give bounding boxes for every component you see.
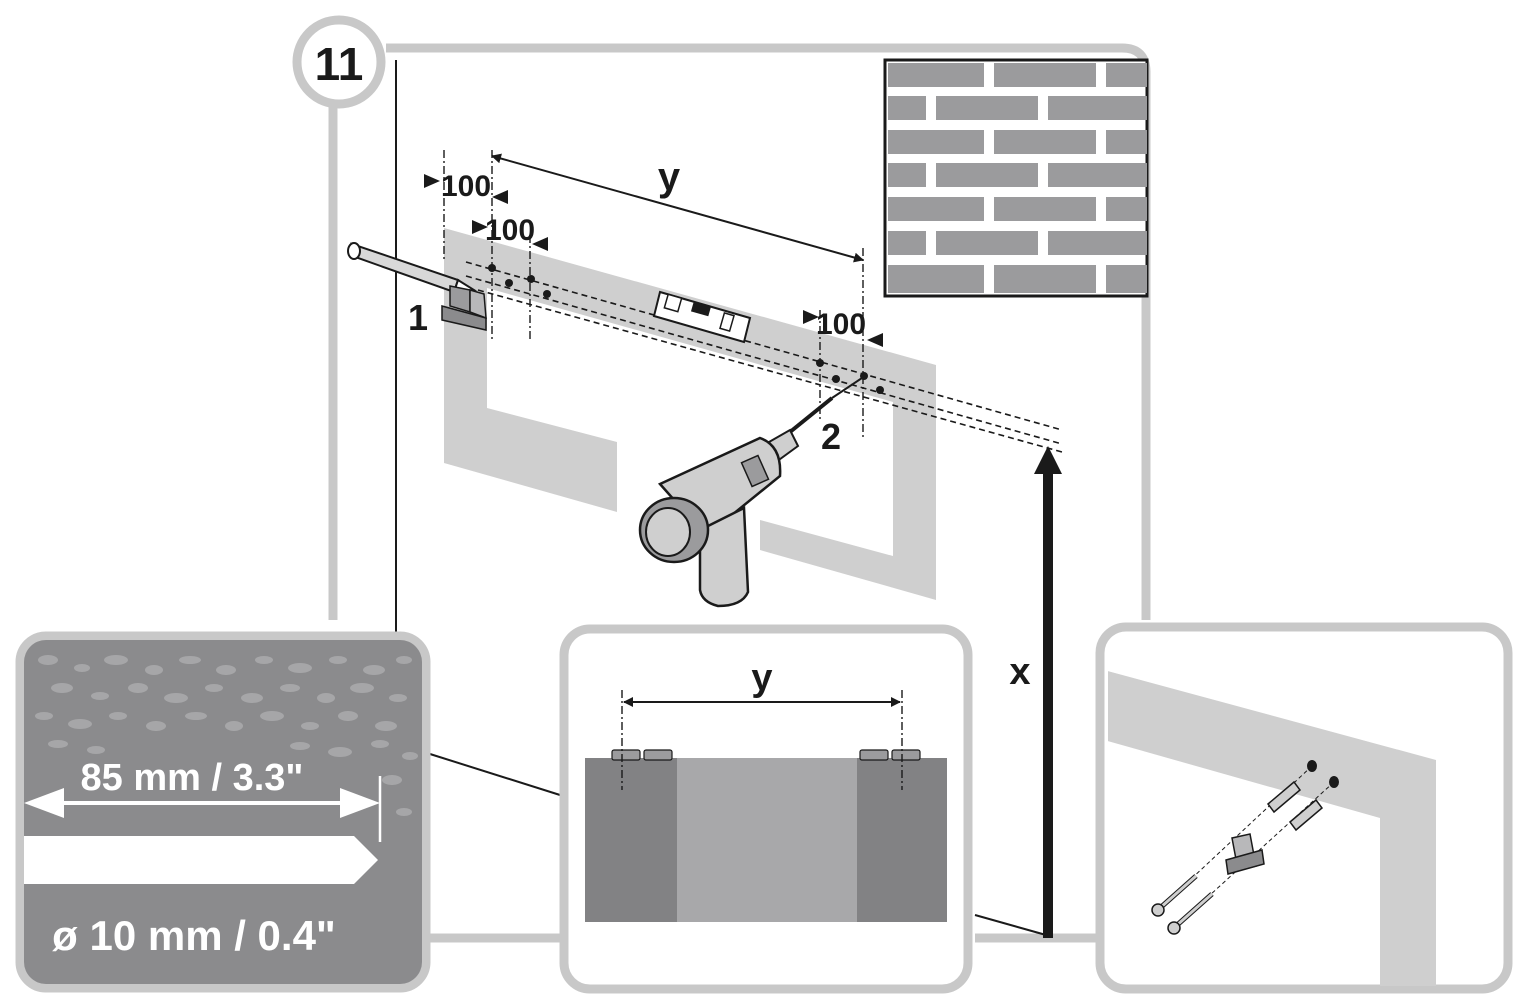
spirit-level-icon — [652, 290, 752, 344]
floor-line-right — [974, 914, 1047, 936]
step-badge: 11 — [292, 15, 386, 109]
inset-drill-specs: 85 mm / 3.3" ø 10 mm / 0.4" — [15, 631, 431, 993]
drill-diameter-label: ø 10 mm / 0.4" — [52, 912, 336, 959]
spacing-y-label: y — [751, 657, 772, 699]
level-lines — [465, 261, 1063, 453]
drill-icon: 2 — [638, 377, 863, 608]
offset-label-top-1: 100 — [441, 170, 491, 203]
dimension-x: x — [1009, 446, 1062, 938]
offset-callout-top-2: 100 — [472, 214, 548, 251]
dimension-x-label: x — [1009, 651, 1030, 693]
screw-icon — [1151, 874, 1214, 935]
bracket-icon — [1225, 833, 1265, 875]
offset-callout-right: 100 — [803, 308, 883, 347]
inset-bracket-spacing: y — [559, 624, 973, 994]
dimension-y-main: y — [491, 153, 864, 263]
offset-label-right: 100 — [816, 308, 866, 341]
step-number: 11 — [315, 38, 364, 90]
bracket-icon: 1 — [408, 285, 487, 338]
marker-1: 1 — [408, 297, 428, 338]
floor-line-left — [429, 753, 561, 796]
offset-callout-top-1: 100 — [424, 170, 508, 204]
dimension-y-label: y — [658, 155, 681, 199]
brick-wall-icon — [883, 58, 1149, 298]
drill-depth-label: 85 mm / 3.3" — [81, 757, 304, 799]
inset-anchor-detail — [1095, 622, 1513, 994]
marker-2: 2 — [821, 416, 841, 457]
drill-holes — [488, 264, 884, 394]
offset-label-top-2: 100 — [485, 214, 535, 247]
